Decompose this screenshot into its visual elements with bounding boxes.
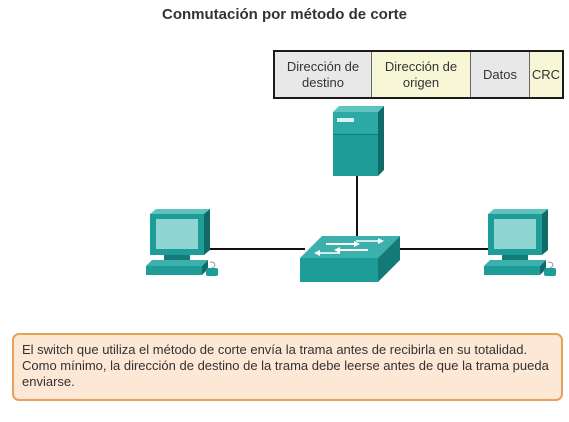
frame-field-crc: CRC bbox=[530, 52, 562, 97]
diagram-title: Conmutación por método de corte bbox=[161, 6, 407, 23]
explanation-note: El switch que utiliza el método de corte… bbox=[12, 333, 563, 401]
network-diagram bbox=[146, 106, 556, 282]
pc-right-icon bbox=[484, 209, 556, 276]
ethernet-frame: Dirección de destino Dirección de origen… bbox=[273, 50, 564, 99]
frame-field-source: Dirección de origen bbox=[372, 52, 471, 97]
server-icon bbox=[333, 106, 384, 176]
pc-left-icon bbox=[146, 209, 218, 276]
frame-field-destination: Dirección de destino bbox=[275, 52, 372, 97]
frame-field-data: Datos bbox=[471, 52, 530, 97]
switch-icon bbox=[300, 236, 400, 282]
